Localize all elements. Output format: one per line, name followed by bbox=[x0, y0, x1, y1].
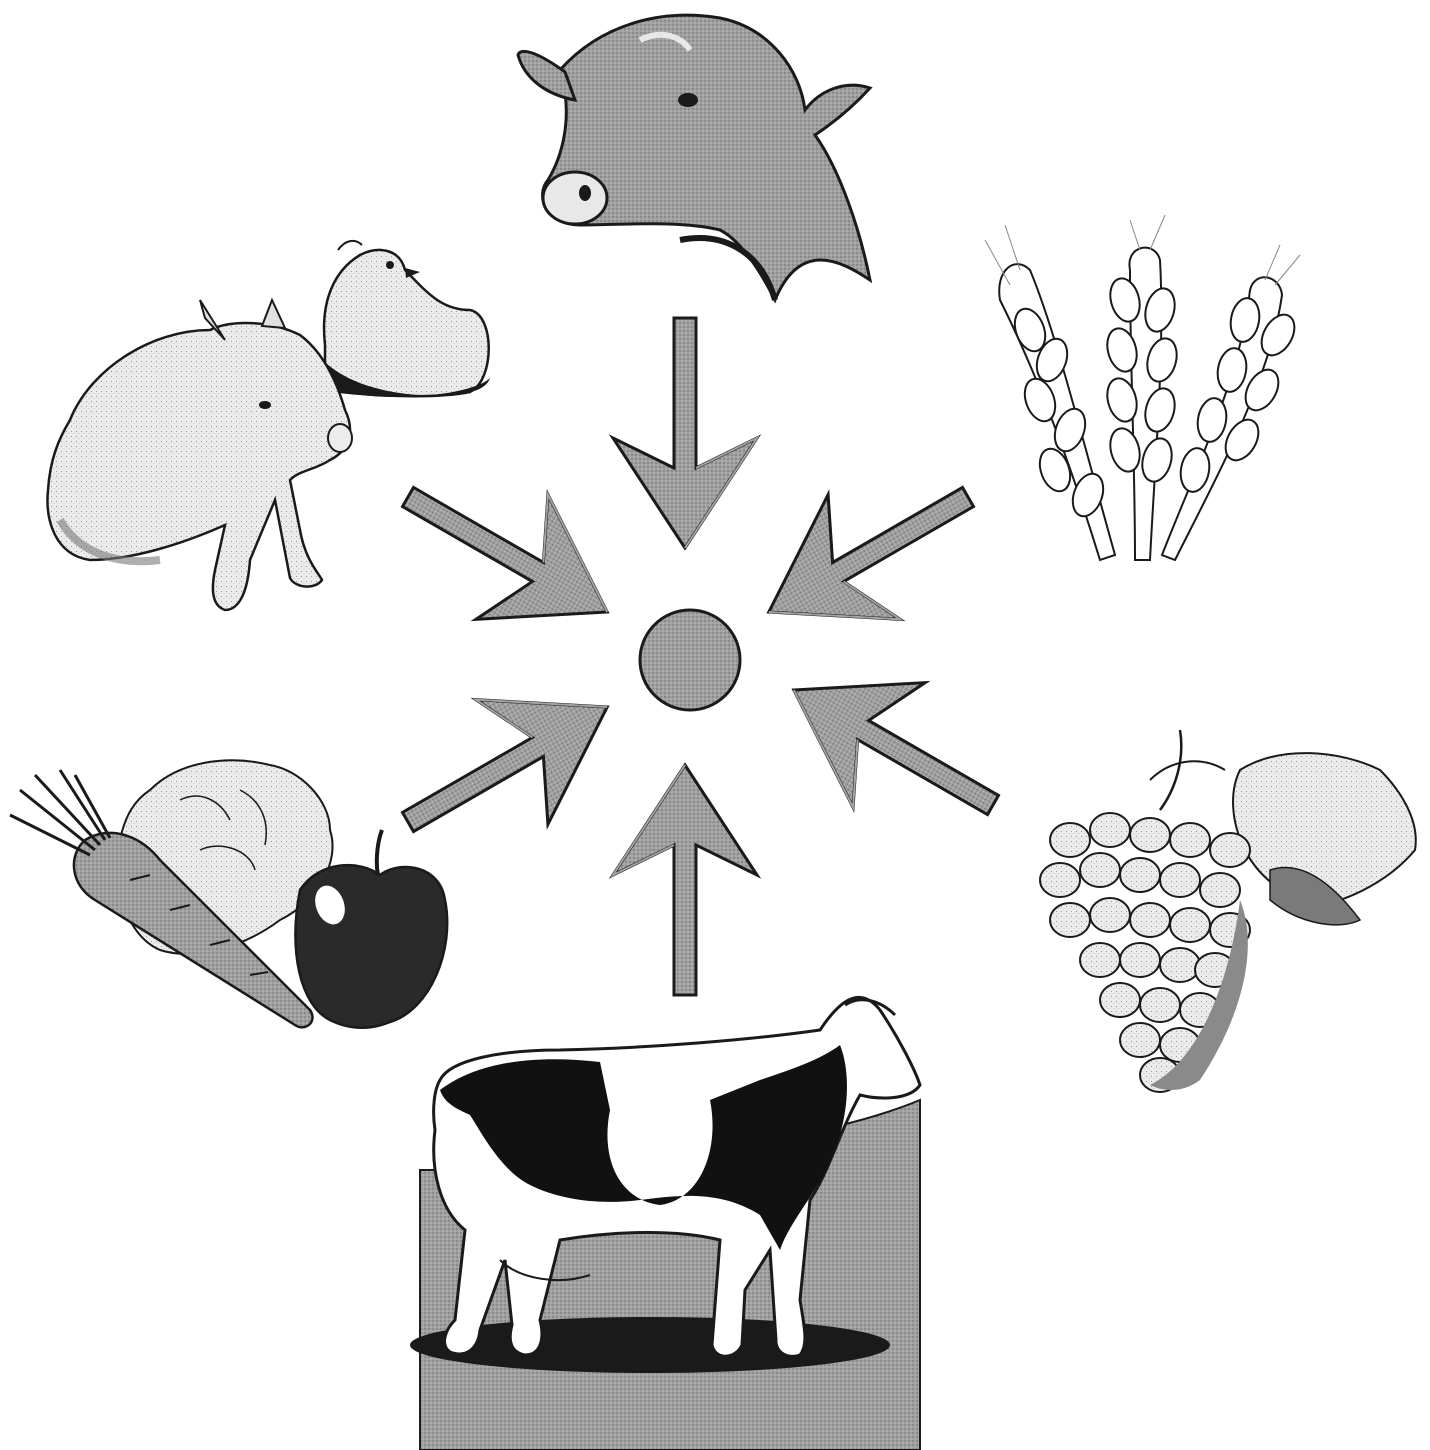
arrow-from-bottom bbox=[613, 765, 757, 995]
carrot-apple-icon bbox=[10, 760, 447, 1027]
dairy-cow-icon bbox=[410, 997, 920, 1450]
arrow-from-bottom-right bbox=[758, 628, 1029, 868]
pig-hen-icon bbox=[47, 241, 490, 610]
arrow-from-top-left bbox=[372, 435, 643, 675]
cow-head-icon bbox=[518, 15, 870, 300]
center-circle bbox=[640, 610, 740, 710]
arrow-from-top bbox=[613, 318, 757, 548]
arrow-from-bottom-left bbox=[372, 645, 643, 885]
grapes-icon bbox=[1040, 730, 1416, 1092]
arrow-from-top-right bbox=[733, 435, 1004, 675]
wheat-icon bbox=[985, 215, 1301, 560]
